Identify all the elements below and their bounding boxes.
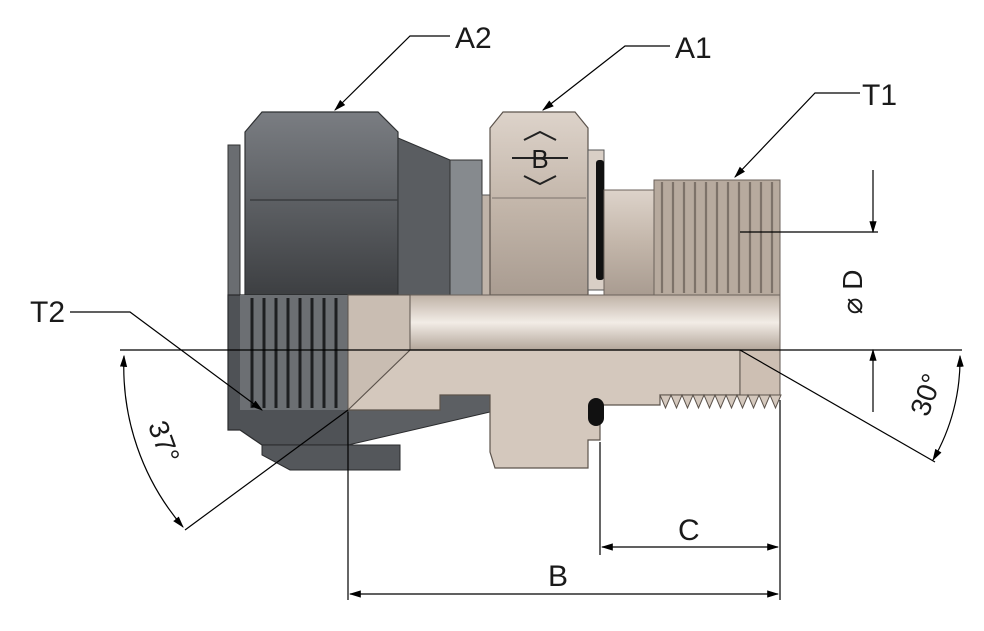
label-dim-b: B <box>548 560 568 593</box>
dimension-lines <box>70 35 964 600</box>
swivel-nut <box>227 111 491 471</box>
label-t2: T2 <box>30 296 65 329</box>
o-ring <box>588 398 604 426</box>
brand-logo: B <box>512 130 568 186</box>
label-a1: A1 <box>675 32 712 65</box>
label-angle-30: 30° <box>904 370 948 420</box>
svg-text:B: B <box>531 144 548 174</box>
label-angle-37: 37° <box>142 417 186 467</box>
label-a2: A2 <box>455 22 492 55</box>
label-diameter-d: ⌀ D <box>837 270 868 315</box>
label-dim-c: C <box>678 514 700 547</box>
thread-teeth <box>659 393 782 410</box>
thread-t2 <box>240 295 348 410</box>
label-t1: T1 <box>862 79 897 112</box>
